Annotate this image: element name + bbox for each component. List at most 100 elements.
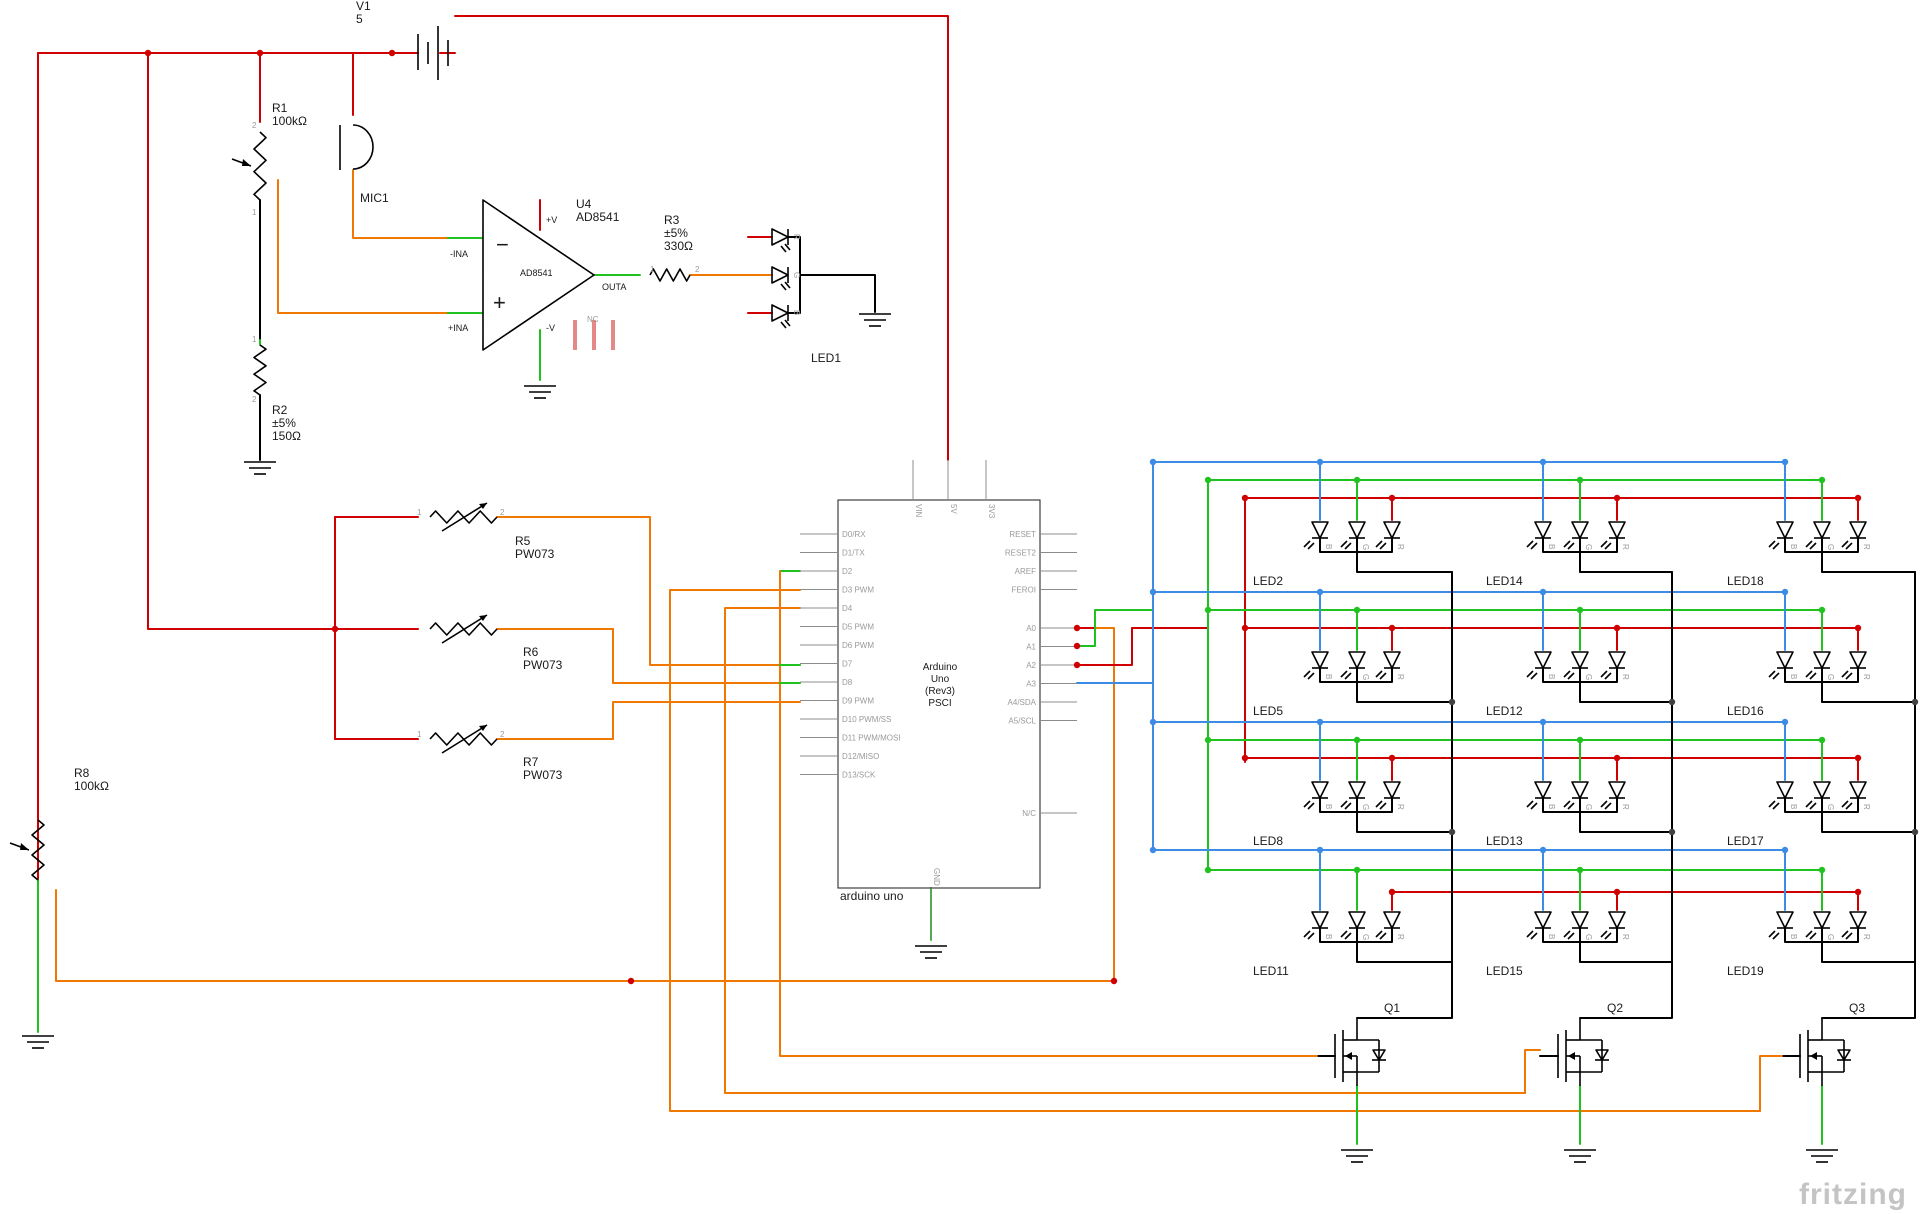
- mic-to-minus: [352, 169, 449, 239]
- r7-pin-1: 1: [417, 730, 422, 739]
- led-r2c2-diode-g-letter: G: [1826, 804, 1835, 810]
- led-r3c0-diode-g-letter: G: [1361, 934, 1370, 940]
- led-r3c2-diode-g: [1805, 911, 1831, 940]
- led-r0c2-diode-b-ray-2: [1772, 542, 1780, 550]
- led-r1c1-diode-r-ray-2: [1604, 672, 1612, 680]
- led-r3c1-diode-g-letter: G: [1584, 934, 1593, 940]
- r3-ref: R3: [664, 213, 680, 227]
- opamp-ref: U4: [576, 197, 592, 211]
- arduino-top-label-1: VIN: [914, 504, 923, 518]
- led-r3c1-diode-g-triangle: [1571, 911, 1589, 929]
- r7-value: PW073: [523, 768, 563, 782]
- led1-diode-3-letter: B: [792, 310, 801, 315]
- led-r0c2-diode-g-ray-2: [1809, 542, 1817, 550]
- r8-ref: R8: [74, 766, 90, 780]
- led-r0c1-diode-g-letter: G: [1584, 544, 1593, 550]
- opamp-pin-vpos: +V: [546, 215, 557, 225]
- led-r3c2-diode-g-triangle: [1813, 911, 1831, 929]
- led-r1c0-to-column: [1356, 681, 1453, 703]
- led-r0c0-diode-r-triangle: [1383, 521, 1401, 539]
- led-r2c1-diode-g-letter: G: [1584, 804, 1593, 810]
- led-r2c1-diode-b-triangle: [1534, 781, 1552, 799]
- led-label-r2c0: LED8: [1253, 834, 1283, 848]
- led-r2c2-diode-r-ray-2: [1845, 802, 1853, 810]
- led-r2c2-diode-g-triangle: [1813, 781, 1831, 799]
- r3-pin-1: 1: [650, 265, 655, 274]
- arduino-right-label-top-2: AREF: [1015, 567, 1036, 576]
- arduino-left-label-6: D6 PWM: [842, 641, 874, 650]
- led-r2c0-diode-r-ray-2: [1379, 802, 1387, 810]
- led-r3c1-diode-r: [1600, 911, 1626, 940]
- led-r1c2-blue-dot: [1781, 588, 1789, 596]
- led-r2c2-diode-b-ray-2: [1772, 802, 1780, 810]
- led-r3c0-diode-g-ray-2: [1344, 932, 1352, 940]
- mic-ref: MIC1: [360, 191, 389, 205]
- arduino-left-label-7: D7: [842, 660, 853, 669]
- led-r2c2-diode-r-letter: R: [1862, 804, 1871, 810]
- r7-resistor-arrow-line: [441, 724, 488, 754]
- led-r2c2-diode-g-ray-2: [1809, 802, 1817, 810]
- led-r3c2-diode-b-ray-1: [1768, 930, 1776, 938]
- led-r0c1-diode-r-ray-2: [1604, 542, 1612, 550]
- junction-rail-a: [144, 49, 152, 57]
- r2-resistor: [253, 344, 267, 396]
- arduino-nc-label: N/C: [1022, 809, 1036, 818]
- arduino-ref: arduino uno: [840, 889, 904, 903]
- led-r3c0-diode-b-letter: B: [1324, 934, 1333, 939]
- led-r0c2-diode-r: [1841, 521, 1867, 550]
- led-r0c2-diode-g-triangle: [1813, 521, 1831, 539]
- led-r2c2-red-dot: [1854, 754, 1862, 762]
- junction-a1: [1073, 642, 1081, 650]
- row1-red-junction: [1241, 624, 1249, 632]
- led-r1c0-diode-r-letter: R: [1396, 674, 1405, 680]
- led-r3c2-diode-b-letter: B: [1789, 934, 1798, 939]
- led-r3c0-diode-r-letter: R: [1396, 934, 1405, 940]
- led-r3c2-diode-r-triangle: [1849, 911, 1867, 929]
- arduino-left-label-2: D2: [842, 567, 853, 576]
- led-r3c2-diode-g-ray-1: [1805, 930, 1813, 938]
- led-r2c1-diode-b: [1526, 781, 1552, 810]
- led-r3c1-diode-r-ray-2: [1604, 932, 1612, 940]
- led-r0c2-diode-b-triangle: [1776, 521, 1794, 539]
- led-r1c2-diode-r-ray-2: [1845, 672, 1853, 680]
- row3-blue-junction: [1149, 846, 1157, 854]
- led-r1c1-diode-g-triangle: [1571, 651, 1589, 669]
- led-r0c2-red-dot: [1854, 494, 1862, 502]
- led-r0c2-diode-r-ray-1: [1841, 540, 1849, 548]
- arduino-ground: [915, 945, 947, 959]
- led-label-r1c0: LED5: [1253, 704, 1283, 718]
- led-label-r0c2: LED18: [1727, 574, 1764, 588]
- led-r0c2-diode-g-ray-1: [1805, 540, 1813, 548]
- column1-return: [1356, 571, 1453, 1019]
- led1-diode-1-letter: R: [792, 234, 801, 240]
- led-r3c0-red-dot: [1388, 888, 1396, 896]
- led-r3c2-diode-r-ray-2: [1845, 932, 1853, 940]
- led-r2c0-diode-b-letter: B: [1324, 804, 1333, 809]
- led-r0c0-diode-b: [1303, 521, 1329, 550]
- labels: V1 5 R1 100kΩ MIC1 U4 AD8541 AD8541 -INA…: [74, 0, 1906, 1211]
- led-r3c1-diode-b: [1526, 911, 1552, 940]
- led-r0c1-diode-g-ray-2: [1567, 542, 1575, 550]
- led-r1c0-diode-g-letter: G: [1361, 674, 1370, 680]
- q2-gate-feed: [1524, 1049, 1541, 1094]
- led-r1c1-diode-r: [1600, 651, 1626, 680]
- led-r1c1-diode-b-ray-1: [1526, 670, 1534, 678]
- led-r0c0-diode-g-triangle: [1348, 521, 1366, 539]
- led-r0c2-diode-r-triangle: [1849, 521, 1867, 539]
- junction-rail-c: [388, 49, 396, 57]
- led-r1c0-diode-g: [1340, 651, 1366, 680]
- opamp-pin-vneg: -V: [546, 323, 555, 333]
- led-r2c0-diode-g: [1340, 781, 1366, 810]
- led-r1c1-diode-b-letter: B: [1547, 674, 1556, 679]
- led-r1c0-diode-b: [1303, 651, 1329, 680]
- r6-to-d8: [496, 628, 801, 684]
- arduino-left-label-10: D10 PWM/SS: [842, 715, 891, 724]
- led-r0c0-diode-g-ray-2: [1344, 542, 1352, 550]
- led-r0c0-diode-g-letter: G: [1361, 544, 1370, 550]
- row3-green-junction: [1204, 866, 1212, 874]
- r1-potentiometer: [253, 131, 267, 201]
- r1-wiper-to-plus: [277, 179, 481, 314]
- led1-diode-1-ray-1: [780, 245, 787, 253]
- r5-ref: R5: [515, 534, 531, 548]
